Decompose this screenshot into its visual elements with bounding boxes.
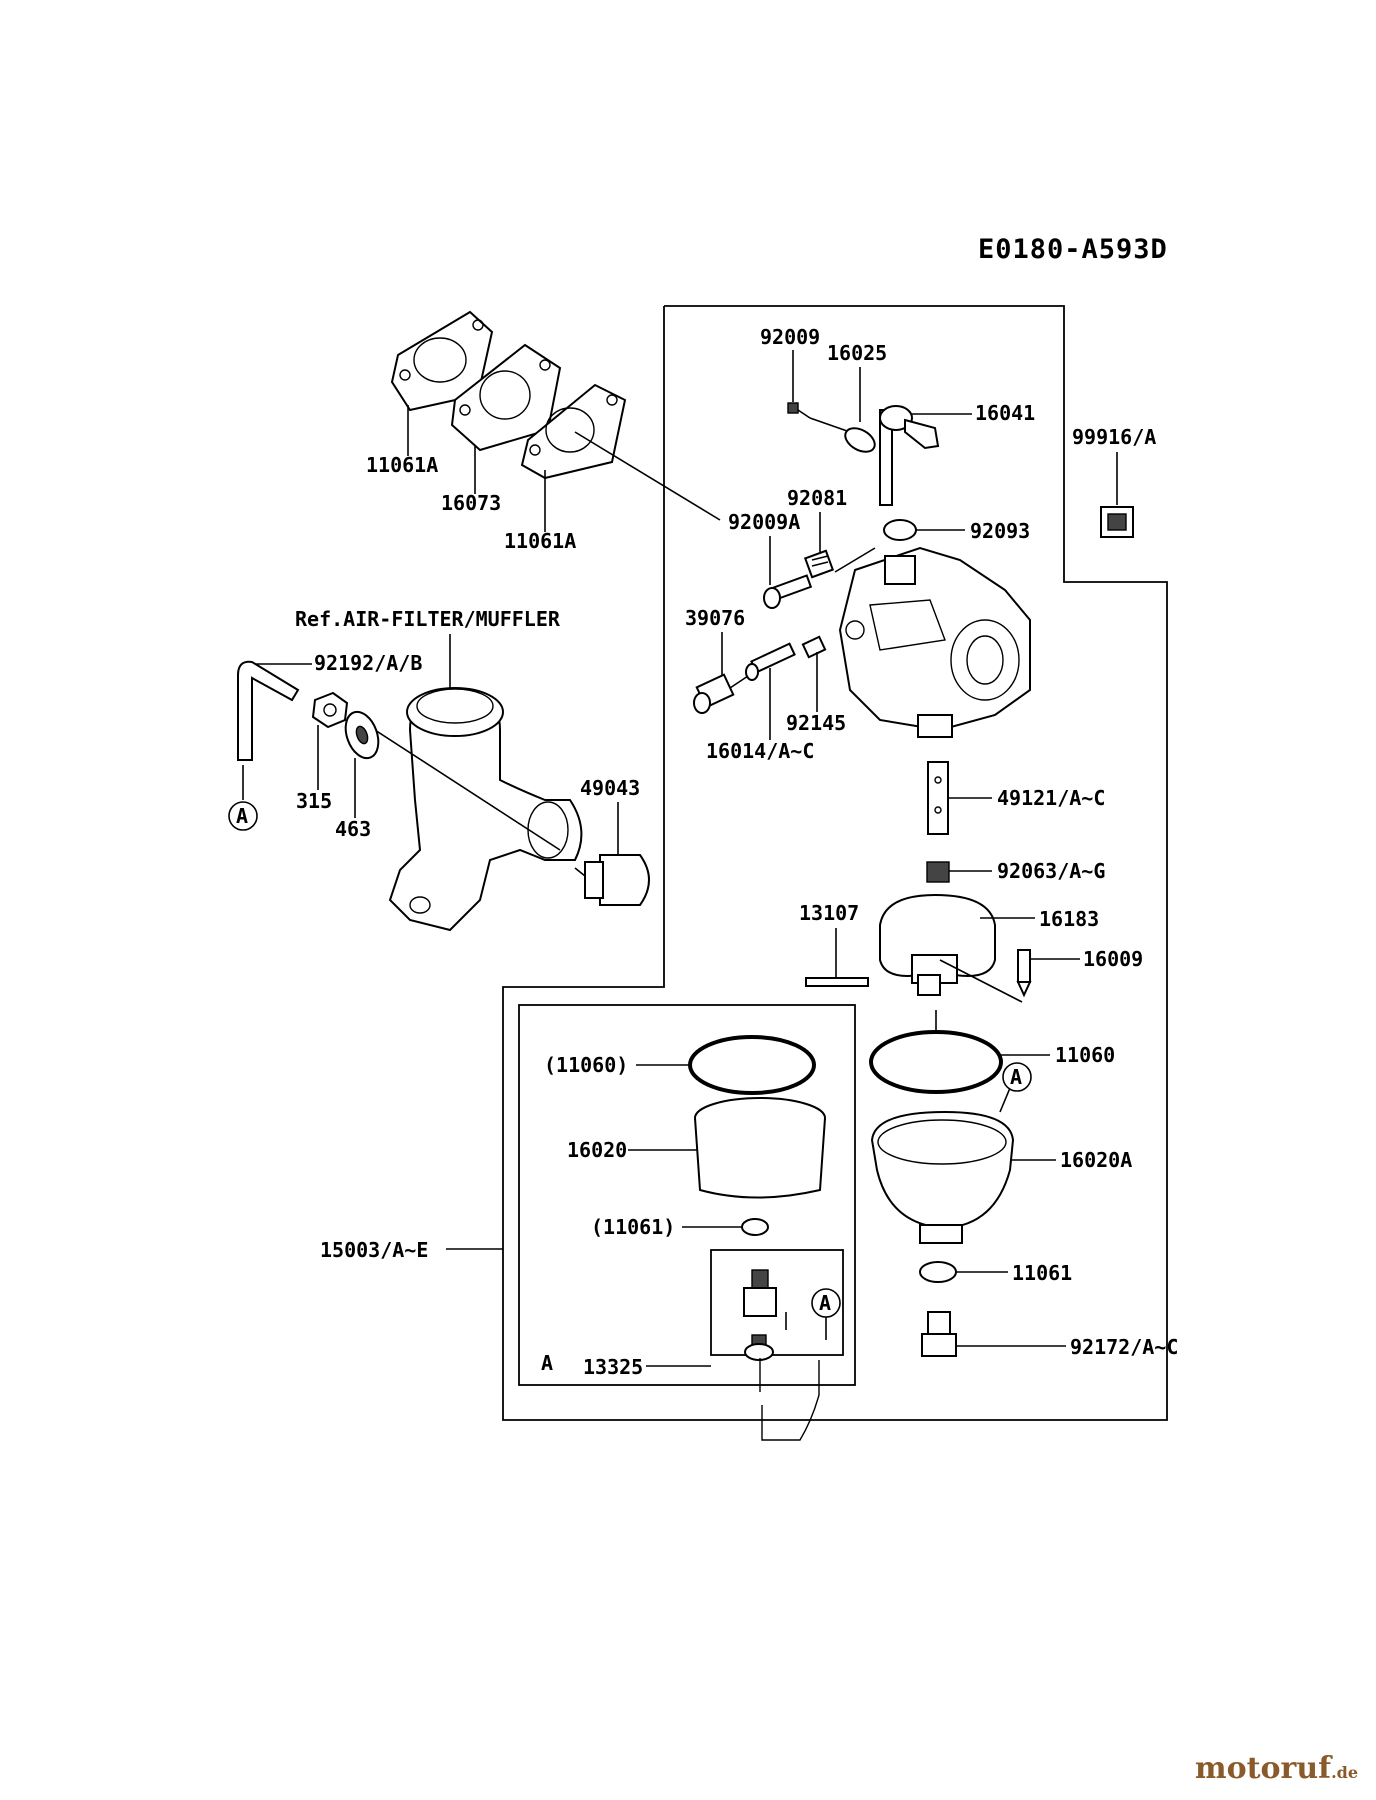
leader-gasket-stud	[574, 431, 721, 521]
label-11061-paren: (11061)	[591, 1215, 675, 1239]
watermark-name: motoruf	[1194, 1751, 1332, 1786]
washer-11061	[919, 1261, 957, 1283]
inset-letter: A	[541, 1351, 553, 1375]
label-11060: 11060	[1055, 1043, 1115, 1067]
leader-needle-link	[939, 959, 1023, 1003]
label-92093: 92093	[970, 519, 1030, 543]
label-16073: 16073	[441, 491, 501, 515]
hose-13325	[759, 1358, 820, 1441]
watermark-logo: motoruf.de	[1195, 1751, 1358, 1786]
bowl-16020a	[870, 1087, 1015, 1244]
label-13107: 13107	[799, 901, 859, 925]
label-11061: 11061	[1012, 1261, 1072, 1285]
label-92009a: 92009A	[728, 510, 800, 534]
kit-frame-13325	[710, 1249, 844, 1356]
marker-a-left-text: A	[236, 804, 248, 828]
plug-99916	[1100, 506, 1134, 538]
screw-92009	[787, 402, 811, 419]
washer-11061-inset	[741, 1218, 769, 1236]
label-16020a: 16020A	[1060, 1148, 1132, 1172]
label-11061a-2: 11061A	[504, 529, 576, 553]
hose-92192	[237, 660, 300, 761]
pin-13107	[805, 977, 869, 987]
washer-92093	[883, 519, 917, 541]
label-11061a-1: 11061A	[366, 453, 438, 477]
label-92081: 92081	[787, 486, 847, 510]
label-315: 315	[296, 789, 332, 813]
marker-a-bowl-text: A	[1010, 1065, 1022, 1089]
label-92192: 92192/A/B	[314, 651, 422, 675]
fitting-upper	[743, 1269, 777, 1317]
needle-16009	[1016, 949, 1032, 998]
float-16183	[879, 893, 996, 996]
bolt-92172	[921, 1311, 957, 1357]
plate-16025	[844, 427, 876, 453]
label-49121: 49121/A~C	[997, 786, 1105, 810]
label-15003: 15003/A~E	[320, 1238, 428, 1262]
washer-463	[344, 710, 380, 760]
label-49043: 49043	[580, 776, 640, 800]
carburetor-frame	[502, 305, 1168, 1421]
label-16020: 16020	[567, 1138, 627, 1162]
fitting-lower	[744, 1334, 774, 1361]
label-13325: 13325	[583, 1355, 643, 1379]
label-16014: 16014/A~C	[706, 739, 814, 763]
screw-92009a	[763, 574, 813, 609]
primer-49043	[574, 854, 650, 906]
gasket-16073	[450, 343, 562, 452]
label-92063: 92063/A~G	[997, 859, 1105, 883]
marker-a-bowl	[1002, 1062, 1032, 1092]
cap-39076	[693, 673, 735, 714]
marker-a-left	[228, 801, 258, 831]
oring-11060	[869, 1030, 1003, 1094]
screw-16014	[729, 642, 796, 689]
bowl-16020	[694, 1097, 826, 1199]
label-92172: 92172/A~C	[1070, 1335, 1178, 1359]
gasket-11061a-2	[520, 383, 627, 480]
marker-a-inset-text: A	[819, 1291, 831, 1315]
shaft-16041	[879, 405, 940, 506]
inset-frame-a	[518, 1004, 856, 1386]
label-16183: 16183	[1039, 907, 1099, 931]
label-99916: 99916/A	[1072, 425, 1156, 449]
diagram-code: E0180-A593D	[978, 234, 1168, 265]
reference-label: Ref.AIR-FILTER/MUFFLER	[295, 607, 561, 631]
label-11060-paren: (11060)	[544, 1053, 628, 1077]
jet-92063	[926, 861, 950, 883]
intake-pipe	[374, 687, 583, 932]
label-16041: 16041	[975, 401, 1035, 425]
label-463: 463	[335, 817, 371, 841]
label-39076: 39076	[685, 606, 745, 630]
spring-92145	[801, 635, 827, 659]
carburetor-body	[834, 546, 1031, 738]
nut-315	[311, 691, 349, 729]
nozzle-49121	[927, 761, 949, 835]
label-16009: 16009	[1083, 947, 1143, 971]
oring-11060-inset	[688, 1035, 816, 1095]
label-92145: 92145	[786, 711, 846, 735]
spring-92081	[803, 549, 835, 579]
leader-16025-link	[809, 417, 851, 433]
label-92009: 92009	[760, 325, 820, 349]
label-16025: 16025	[827, 341, 887, 365]
watermark-suffix: .de	[1331, 1763, 1358, 1782]
